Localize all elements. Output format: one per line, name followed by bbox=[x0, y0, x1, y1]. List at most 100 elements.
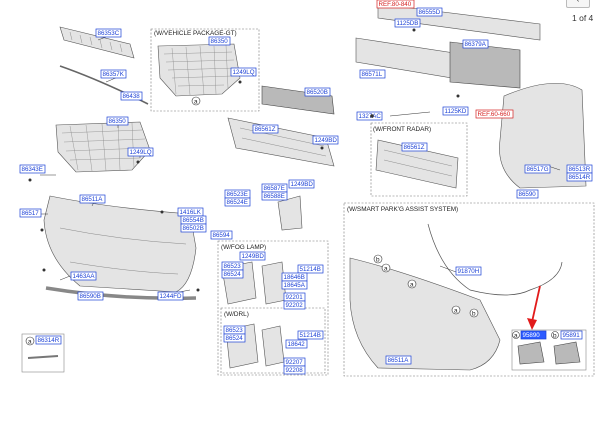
part-label-86594[interactable]: 86594 bbox=[210, 230, 233, 240]
bumper-smart-park bbox=[349, 257, 501, 371]
part-label-1249BD-a[interactable]: 1249BD bbox=[312, 135, 339, 145]
gt-grille bbox=[157, 43, 241, 97]
svg-text:95890: 95890 bbox=[523, 332, 541, 339]
svg-text:86517: 86517 bbox=[22, 210, 40, 217]
part-label-86520B[interactable]: 86520B bbox=[304, 87, 331, 97]
label-fog-lamp: (W/FOG LAMP) bbox=[221, 244, 266, 251]
svg-text:92202: 92202 bbox=[286, 302, 304, 309]
svg-text:86353C: 86353C bbox=[98, 30, 120, 37]
part-label-86524-drl[interactable]: 86524 bbox=[223, 333, 246, 343]
energy-absorber bbox=[449, 41, 521, 89]
part-label-86571L[interactable]: 86571L bbox=[359, 69, 386, 79]
part-label-86438[interactable]: 86438 bbox=[120, 91, 143, 101]
svg-text:1463AA: 1463AA bbox=[73, 273, 96, 280]
svg-text:b: b bbox=[472, 311, 476, 318]
part-label-86517[interactable]: 86517 bbox=[19, 208, 42, 218]
part-label-95891[interactable]: 95891 bbox=[560, 330, 583, 340]
part-label-86502B[interactable]: 86502B bbox=[180, 223, 207, 233]
part-label-1244FD[interactable]: 1244FD bbox=[157, 291, 184, 301]
part-label-86350[interactable]: 86350 bbox=[208, 36, 231, 46]
svg-text:86587E: 86587E bbox=[264, 185, 285, 192]
svg-text:86590B: 86590B bbox=[80, 293, 101, 300]
part-label-1249LQ-top[interactable]: 1249LQ bbox=[230, 67, 257, 77]
part-label-1327AC[interactable]: 1327AC bbox=[356, 111, 383, 121]
part-label-86513R[interactable]: 86513R bbox=[566, 164, 593, 174]
part-label-86523[interactable]: 86523 bbox=[221, 261, 244, 271]
frame-fog-lamp bbox=[217, 240, 329, 376]
fasteners bbox=[28, 28, 460, 292]
callout-b-1: b bbox=[373, 254, 383, 264]
part-label-86523-drl[interactable]: 86523 bbox=[223, 325, 246, 335]
label-drl: (W/DRL) bbox=[224, 311, 249, 318]
svg-text:86502B: 86502B bbox=[183, 225, 204, 232]
part-label-91870H[interactable]: 91870H bbox=[455, 266, 482, 276]
part-label-1125KD[interactable]: 1125KD bbox=[442, 106, 469, 116]
part-label-ref-mid[interactable]: REF.60-660 bbox=[475, 109, 514, 119]
part-label-86314R[interactable]: 86314R bbox=[35, 335, 62, 345]
part-label-86523E[interactable]: 86523E bbox=[224, 189, 251, 199]
svg-text:1249BD: 1249BD bbox=[242, 253, 265, 260]
part-label-18642[interactable]: 18642 bbox=[285, 339, 308, 349]
part-label-1249LQ-mid[interactable]: 1249LQ bbox=[127, 147, 154, 157]
part-label-86511A-b[interactable]: 86511A bbox=[385, 355, 412, 365]
part-label-86343E[interactable]: 86343E bbox=[19, 164, 46, 174]
svg-text:18646B: 18646B bbox=[284, 274, 305, 281]
part-label-51214B-a[interactable]: 51214B bbox=[297, 264, 324, 274]
part-label-86524E[interactable]: 86524E bbox=[224, 197, 251, 207]
part-label-92207[interactable]: 92207 bbox=[283, 357, 306, 367]
part-label-86379A[interactable]: 86379A bbox=[462, 39, 489, 49]
svg-text:86590: 86590 bbox=[519, 191, 537, 198]
part-label-86517G[interactable]: 86517G bbox=[524, 164, 551, 174]
upper-grille-strip bbox=[59, 26, 135, 59]
part-label-86561Z[interactable]: 86561Z bbox=[252, 124, 279, 134]
svg-text:18642: 18642 bbox=[288, 341, 306, 348]
svg-text:86588E: 86588E bbox=[264, 193, 285, 200]
svg-text:86513R: 86513R bbox=[569, 166, 591, 173]
part-label-86590[interactable]: 86590 bbox=[516, 189, 539, 199]
svg-text:a: a bbox=[28, 339, 32, 346]
prev-page-button[interactable]: ‹ bbox=[566, 0, 590, 8]
part-label-86511A[interactable]: 86511A bbox=[79, 194, 106, 204]
svg-text:86357K: 86357K bbox=[103, 71, 125, 78]
side-bracket bbox=[277, 195, 303, 231]
part-label-86555D[interactable]: 86555D bbox=[416, 7, 443, 17]
svg-text:92201: 92201 bbox=[286, 294, 304, 301]
part-label-92202[interactable]: 92202 bbox=[283, 300, 306, 310]
part-label-86350-mid[interactable]: 86350 bbox=[106, 116, 129, 126]
part-label-1463AA[interactable]: 1463AA bbox=[70, 271, 97, 281]
part-label-92201[interactable]: 92201 bbox=[283, 292, 306, 302]
part-label-95890-highlighted[interactable]: 95890 bbox=[520, 330, 547, 340]
part-label-1249BD-b[interactable]: 1249BD bbox=[288, 179, 315, 189]
part-label-86587E[interactable]: 86587E bbox=[261, 183, 288, 193]
part-label-86554B[interactable]: 86554B bbox=[180, 215, 207, 225]
part-label-51214B-b[interactable]: 51214B bbox=[297, 330, 324, 340]
part-label-1125DB[interactable]: 1125DB bbox=[394, 18, 421, 28]
svg-text:51214B: 51214B bbox=[300, 332, 321, 339]
radar-cover bbox=[375, 139, 459, 189]
part-label-18646B[interactable]: 18646B bbox=[281, 272, 308, 282]
part-label-86561Z-radar[interactable]: 86561Z bbox=[401, 142, 428, 152]
svg-text:a: a bbox=[410, 282, 414, 289]
callout-a-sensor: a bbox=[512, 331, 520, 340]
svg-text:86571L: 86571L bbox=[362, 71, 383, 78]
part-label-1416LK[interactable]: 1416LK bbox=[177, 207, 204, 217]
part-labels[interactable]: 86353C 86350 1249LQ 86357K 86438 86350 1… bbox=[19, 0, 593, 375]
part-label-86514R[interactable]: 86514R bbox=[566, 172, 593, 182]
part-label-86524[interactable]: 86524 bbox=[221, 269, 244, 279]
callout-a-grille: a bbox=[191, 96, 201, 106]
svg-text:92207: 92207 bbox=[286, 359, 304, 366]
part-label-1249BD-fog[interactable]: 1249BD bbox=[239, 251, 266, 261]
svg-text:1125DB: 1125DB bbox=[397, 20, 419, 27]
part-label-86590B[interactable]: 86590B bbox=[77, 291, 104, 301]
svg-text:REF.80-840: REF.80-840 bbox=[379, 1, 412, 8]
part-label-ref-top[interactable]: REF.80-840 bbox=[376, 0, 415, 9]
svg-text:86520B: 86520B bbox=[307, 89, 328, 96]
part-label-86357K[interactable]: 86357K bbox=[100, 69, 127, 79]
front-fender bbox=[499, 82, 587, 189]
part-label-86588E[interactable]: 86588E bbox=[261, 191, 288, 201]
part-label-86353C[interactable]: 86353C bbox=[95, 28, 122, 38]
part-label-92208[interactable]: 92208 bbox=[283, 365, 306, 375]
part-label-18645A[interactable]: 18645A bbox=[281, 280, 308, 290]
label-front-radar: (W/FRONT RADAR) bbox=[373, 126, 431, 133]
